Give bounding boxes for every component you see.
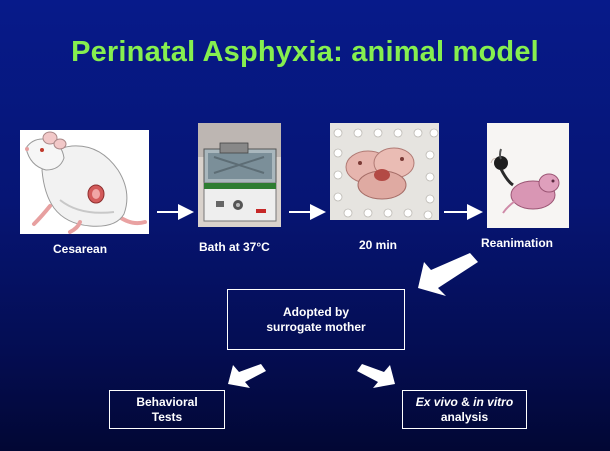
adopted-line2: surrogate mother: [266, 319, 366, 334]
behavioral-tests-box: Behavioral Tests: [109, 390, 225, 429]
arrow-to-adopted: [418, 253, 478, 296]
pups-photo: [330, 123, 439, 220]
step-label-reanimation: Reanimation: [481, 236, 554, 250]
analysis-line2: analysis: [440, 409, 489, 424]
rat-photo: [20, 130, 149, 234]
analysis-ex-vivo: Ex vivo: [415, 394, 458, 409]
arrow-to-behavioral: [228, 364, 266, 388]
step-label-20min: 20 min: [359, 238, 398, 252]
behavioral-line2: Tests: [151, 409, 183, 424]
water-bath-photo: [198, 123, 281, 227]
adopted-line1: Adopted by: [283, 304, 349, 319]
adopted-box: Adopted by surrogate mother: [227, 289, 405, 350]
analysis-box: Ex vivo & in vitro analysis: [402, 390, 527, 429]
analysis-line1: Ex vivo & in vitro: [416, 395, 513, 410]
step-label-bath: Bath at 37°C: [199, 240, 270, 254]
analysis-ampersand: &: [457, 394, 474, 409]
arrow-to-analysis: [357, 364, 395, 388]
reanimation-photo: [487, 123, 569, 228]
slide-title: Perinatal Asphyxia: animal model: [71, 36, 539, 68]
step-label-cesarean: Cesarean: [53, 242, 108, 256]
behavioral-line1: Behavioral: [136, 394, 198, 409]
analysis-in-vitro: in vitro: [473, 394, 514, 409]
